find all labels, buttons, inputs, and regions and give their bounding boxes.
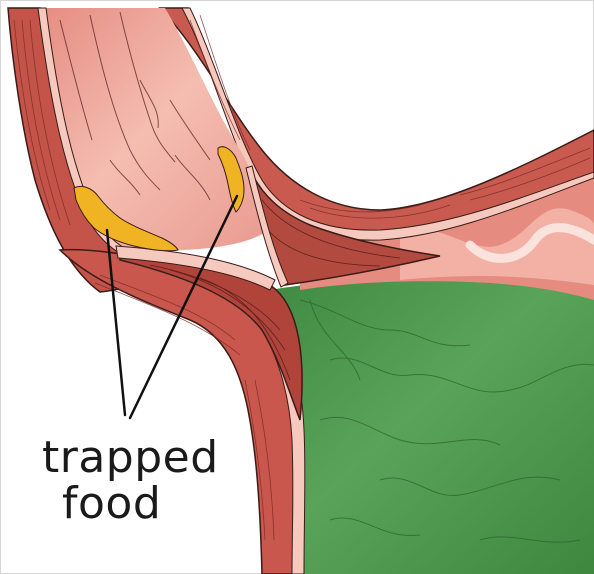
label-food: food bbox=[62, 478, 161, 529]
label-trapped: trapped bbox=[42, 432, 219, 483]
